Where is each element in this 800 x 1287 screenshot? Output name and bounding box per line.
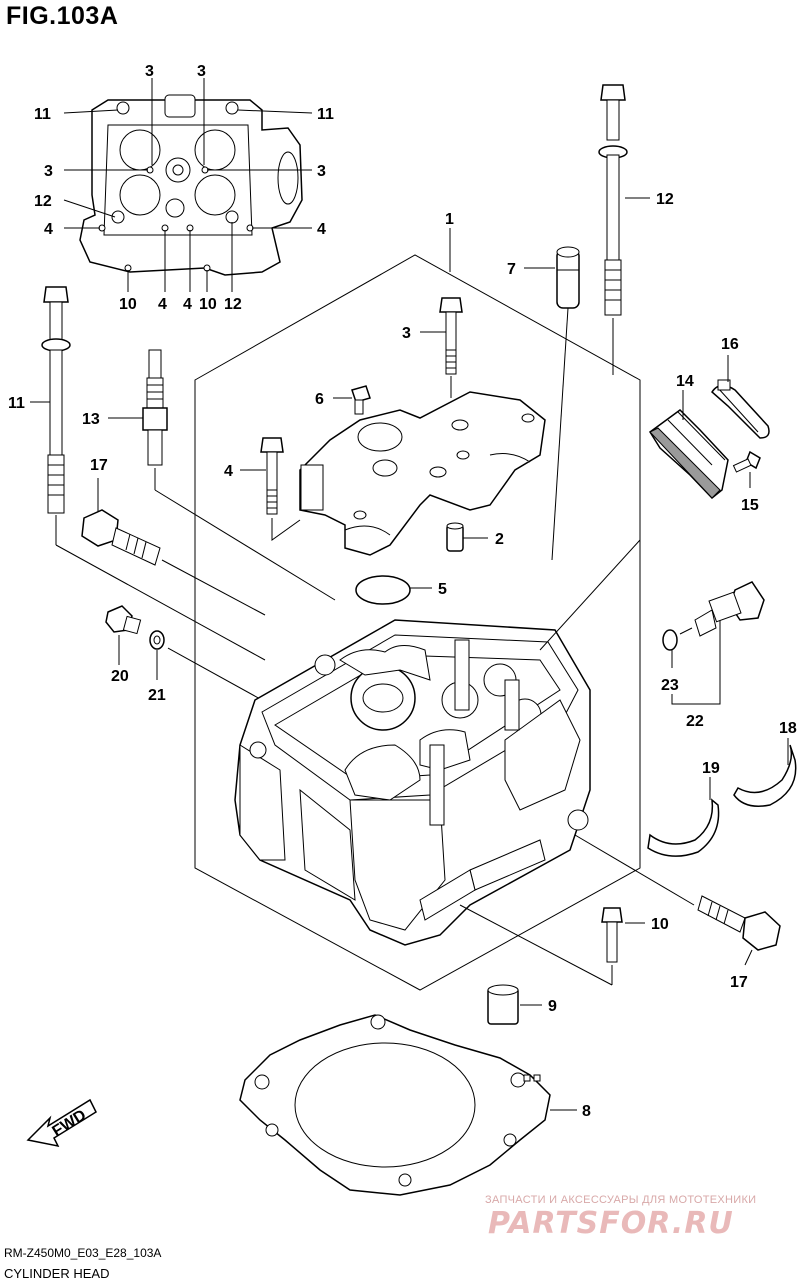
stud-11 — [41, 286, 266, 661]
fwd-label: FWD — [49, 1107, 89, 1141]
inset-leaders — [63, 78, 313, 292]
callout-inset-3-a: 3 — [145, 63, 154, 80]
inset-top-view — [79, 94, 303, 276]
callout-17-a: 17 — [90, 457, 108, 474]
bolt-3 — [439, 297, 463, 398]
callout-18: 18 — [779, 720, 797, 737]
o-ring-5 — [355, 575, 411, 605]
callout-inset-12-a: 12 — [34, 193, 52, 210]
callout-11: 11 — [8, 395, 25, 412]
callout-inset-10-b: 10 — [199, 296, 217, 313]
callout-12: 12 — [656, 191, 674, 208]
part-1-boundary — [194, 228, 641, 991]
bolt-17-right — [574, 834, 781, 951]
callout-9: 9 — [548, 998, 557, 1015]
callout-17-b: 17 — [730, 974, 748, 991]
figure-code: RM-Z450M0_E03_E28_103A — [4, 1246, 162, 1260]
spark-plug-13 — [142, 349, 336, 601]
callout-13: 13 — [82, 411, 100, 428]
plug-7 — [551, 246, 580, 561]
callout-inset-4-a: 4 — [44, 221, 53, 238]
callout-2: 2 — [495, 531, 504, 548]
head-gasket-8 — [239, 1014, 577, 1196]
cylinder-head — [234, 619, 591, 946]
stud-12 — [598, 84, 628, 375]
callout-7: 7 — [507, 261, 516, 278]
callout-19: 19 — [702, 760, 720, 777]
callout-inset-3-b: 3 — [197, 63, 206, 80]
callout-21: 21 — [148, 687, 166, 704]
bolt-6 — [351, 385, 371, 415]
figure-title: FIG.103A — [6, 2, 119, 30]
callout-1: 1 — [445, 211, 454, 228]
washer-21 — [149, 630, 263, 701]
watermark-tagline: ЗАПЧАСТИ И АКСЕССУАРЫ ДЛЯ МОТОТЕХНИКИ — [485, 1194, 757, 1206]
callout-6: 6 — [315, 391, 324, 408]
callout-labels: 3 3 11 11 3 3 12 4 4 10 4 4 10 12 1 2 3 … — [8, 63, 797, 1120]
callout-14: 14 — [676, 373, 694, 390]
camshaft-holder — [299, 391, 546, 556]
plate-19 — [647, 798, 720, 857]
callout-inset-10-a: 10 — [119, 296, 137, 313]
fwd-arrow: FWD — [26, 1098, 97, 1148]
callout-inset-3-c: 3 — [44, 163, 53, 180]
callout-23: 23 — [661, 677, 679, 694]
plate-18 — [733, 744, 797, 807]
bolt-10 — [459, 904, 623, 986]
bolt-4 — [260, 437, 301, 541]
dowel-9 — [487, 984, 519, 1025]
callout-22: 22 — [686, 713, 704, 730]
callout-inset-12-b: 12 — [224, 296, 242, 313]
callout-inset-4-c: 4 — [158, 296, 167, 313]
callout-15: 15 — [741, 497, 759, 514]
clamp-16 — [711, 379, 770, 439]
callout-inset-11-b: 11 — [317, 106, 334, 123]
callout-inset-4-d: 4 — [183, 296, 192, 313]
bolt-15 — [732, 450, 761, 473]
callout-20: 20 — [111, 668, 129, 685]
sensor-22 — [679, 581, 765, 637]
callout-5: 5 — [438, 581, 447, 598]
dowel-pin-2 — [446, 522, 464, 552]
watermark-logo: PARTSFOR.RU — [488, 1206, 734, 1241]
figure-name: CYLINDER HEAD — [4, 1266, 110, 1281]
intake-pipe-14 — [539, 409, 729, 651]
callout-3: 3 — [402, 325, 411, 342]
o-ring-23 — [662, 629, 678, 651]
bolt-17-left — [81, 509, 266, 616]
main-leaders — [30, 197, 789, 1006]
callout-inset-3-d: 3 — [317, 163, 326, 180]
callout-inset-11-a: 11 — [34, 106, 51, 123]
bolt-20 — [105, 605, 142, 635]
callout-inset-4-b: 4 — [317, 221, 326, 238]
callout-10: 10 — [651, 916, 669, 933]
callout-4: 4 — [224, 463, 233, 480]
callout-8: 8 — [582, 1103, 591, 1120]
callout-16: 16 — [721, 336, 739, 353]
